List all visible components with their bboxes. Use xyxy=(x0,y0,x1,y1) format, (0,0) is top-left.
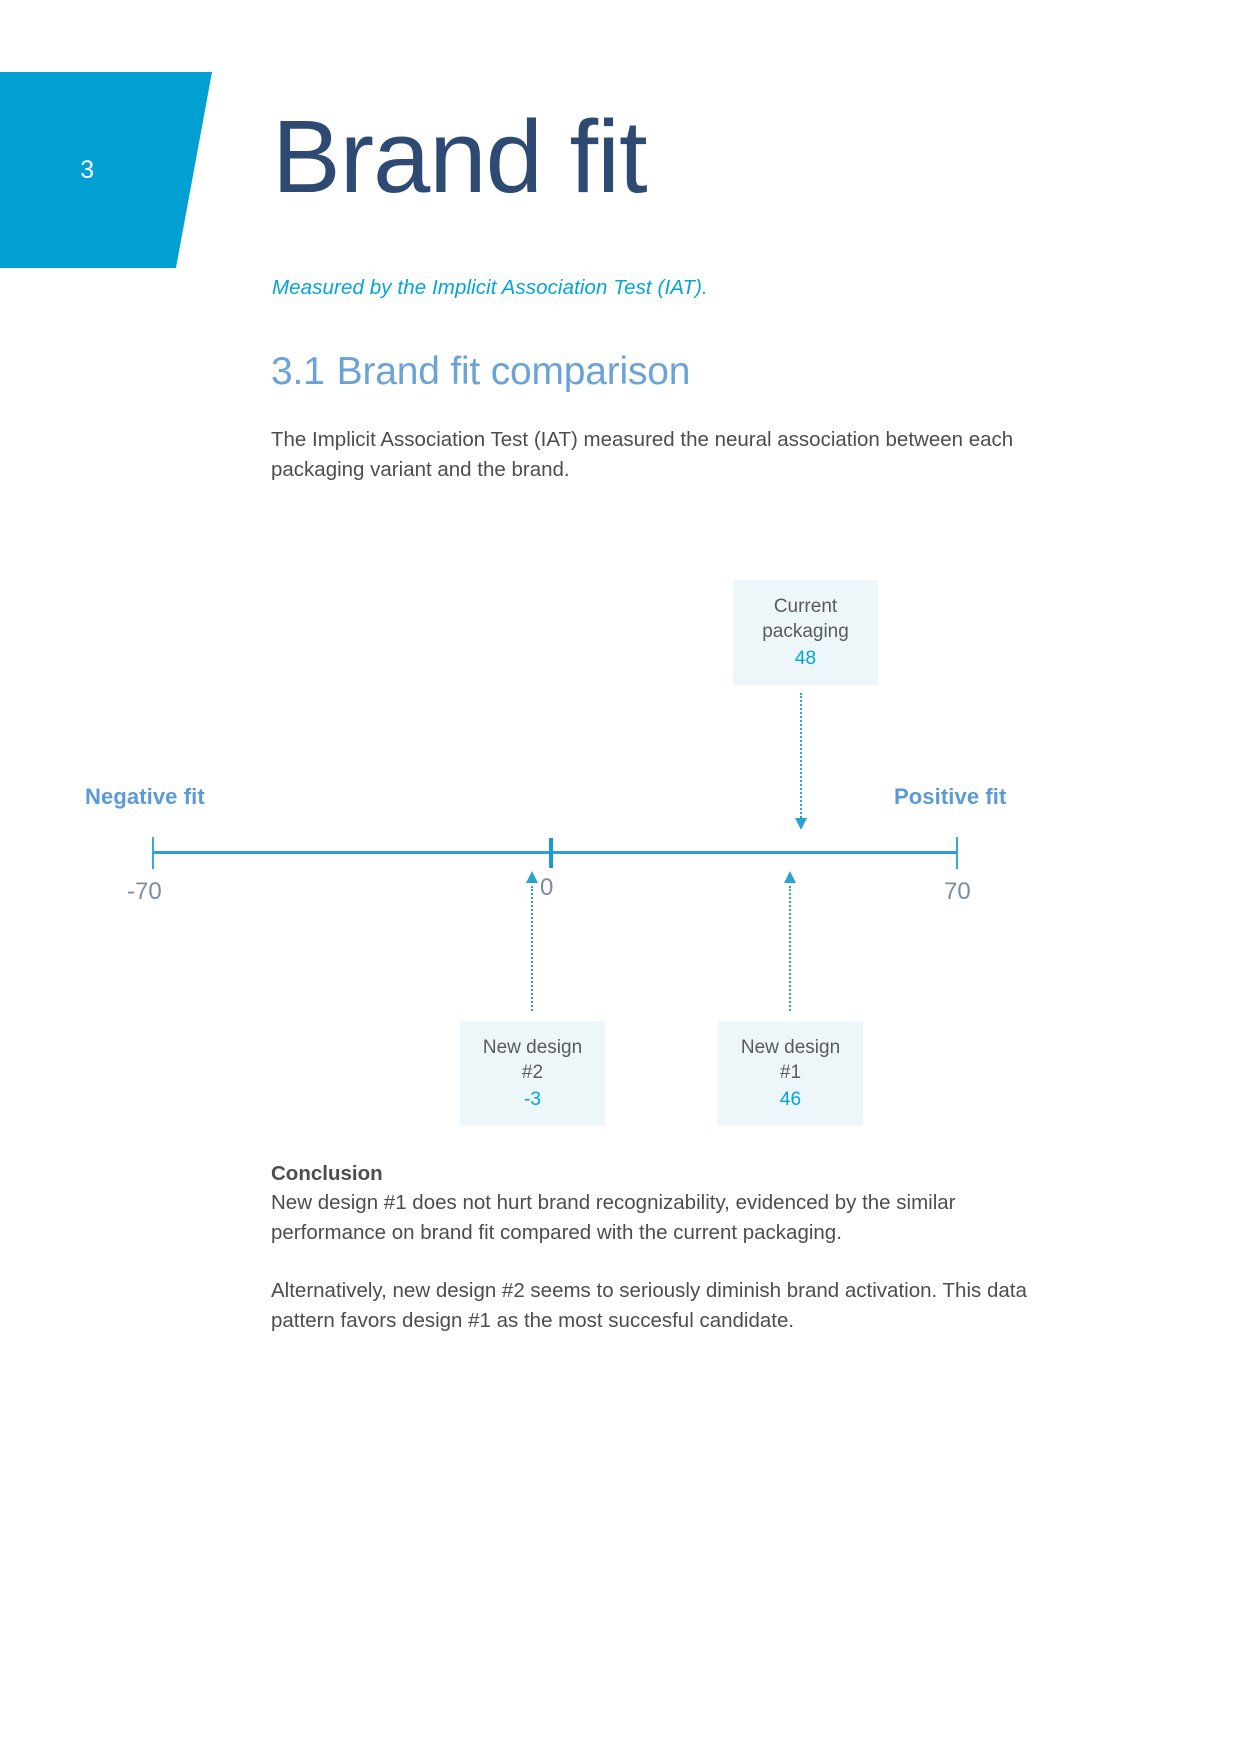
arrow-down-icon xyxy=(795,818,807,830)
callout-label: New design #2 xyxy=(482,1037,583,1084)
axis-line xyxy=(152,851,958,854)
connector-current-packaging xyxy=(800,693,804,818)
chapter-banner xyxy=(0,72,212,268)
callout-new-design-2: New design #2 -3 xyxy=(460,1021,605,1126)
conclusion-paragraph-2: Alternatively, new design #2 seems to se… xyxy=(271,1279,1027,1333)
callout-current-packaging: Current packaging 48 xyxy=(733,580,878,685)
arrow-up-icon xyxy=(784,871,796,883)
callout-value: -3 xyxy=(524,1088,541,1110)
section-heading: 3.1 Brand fit comparison xyxy=(271,350,690,394)
connector-new-design-1 xyxy=(789,886,793,1011)
axis-cap-right xyxy=(956,837,958,869)
callout-new-design-1: New design #1 46 xyxy=(718,1021,863,1126)
page-title: Brand fit xyxy=(272,99,648,214)
axis-tick-zero-mark xyxy=(549,838,553,868)
conclusion-block: Conclusion New design #1 does not hurt b… xyxy=(271,1162,1031,1337)
intro-paragraph: The Implicit Association Test (IAT) meas… xyxy=(271,428,1014,482)
arrow-up-icon xyxy=(526,871,538,883)
axis-cap-left xyxy=(152,837,154,869)
connector-new-design-2 xyxy=(531,886,535,1011)
conclusion-heading: Conclusion xyxy=(271,1162,383,1185)
axis-tick-label-max: 70 xyxy=(944,878,971,905)
callout-label: Current packaging xyxy=(762,596,849,643)
conclusion-paragraph-1: New design #1 does not hurt brand recogn… xyxy=(271,1191,956,1245)
section-heading-text: Brand fit comparison xyxy=(336,350,691,393)
section-number: 3.1 xyxy=(271,350,325,393)
axis-tick-label-zero: 0 xyxy=(540,874,554,901)
callout-label: New design #1 xyxy=(740,1037,841,1084)
axis-pole-negative: Negative fit xyxy=(85,784,205,809)
axis-tick-label-min: -70 xyxy=(127,878,162,905)
chapter-number: 3 xyxy=(80,155,95,184)
callout-value: 48 xyxy=(794,647,817,669)
callout-value: 46 xyxy=(779,1088,802,1110)
page-subtitle: Measured by the Implicit Association Tes… xyxy=(272,276,708,299)
axis-pole-positive: Positive fit xyxy=(894,784,1007,809)
